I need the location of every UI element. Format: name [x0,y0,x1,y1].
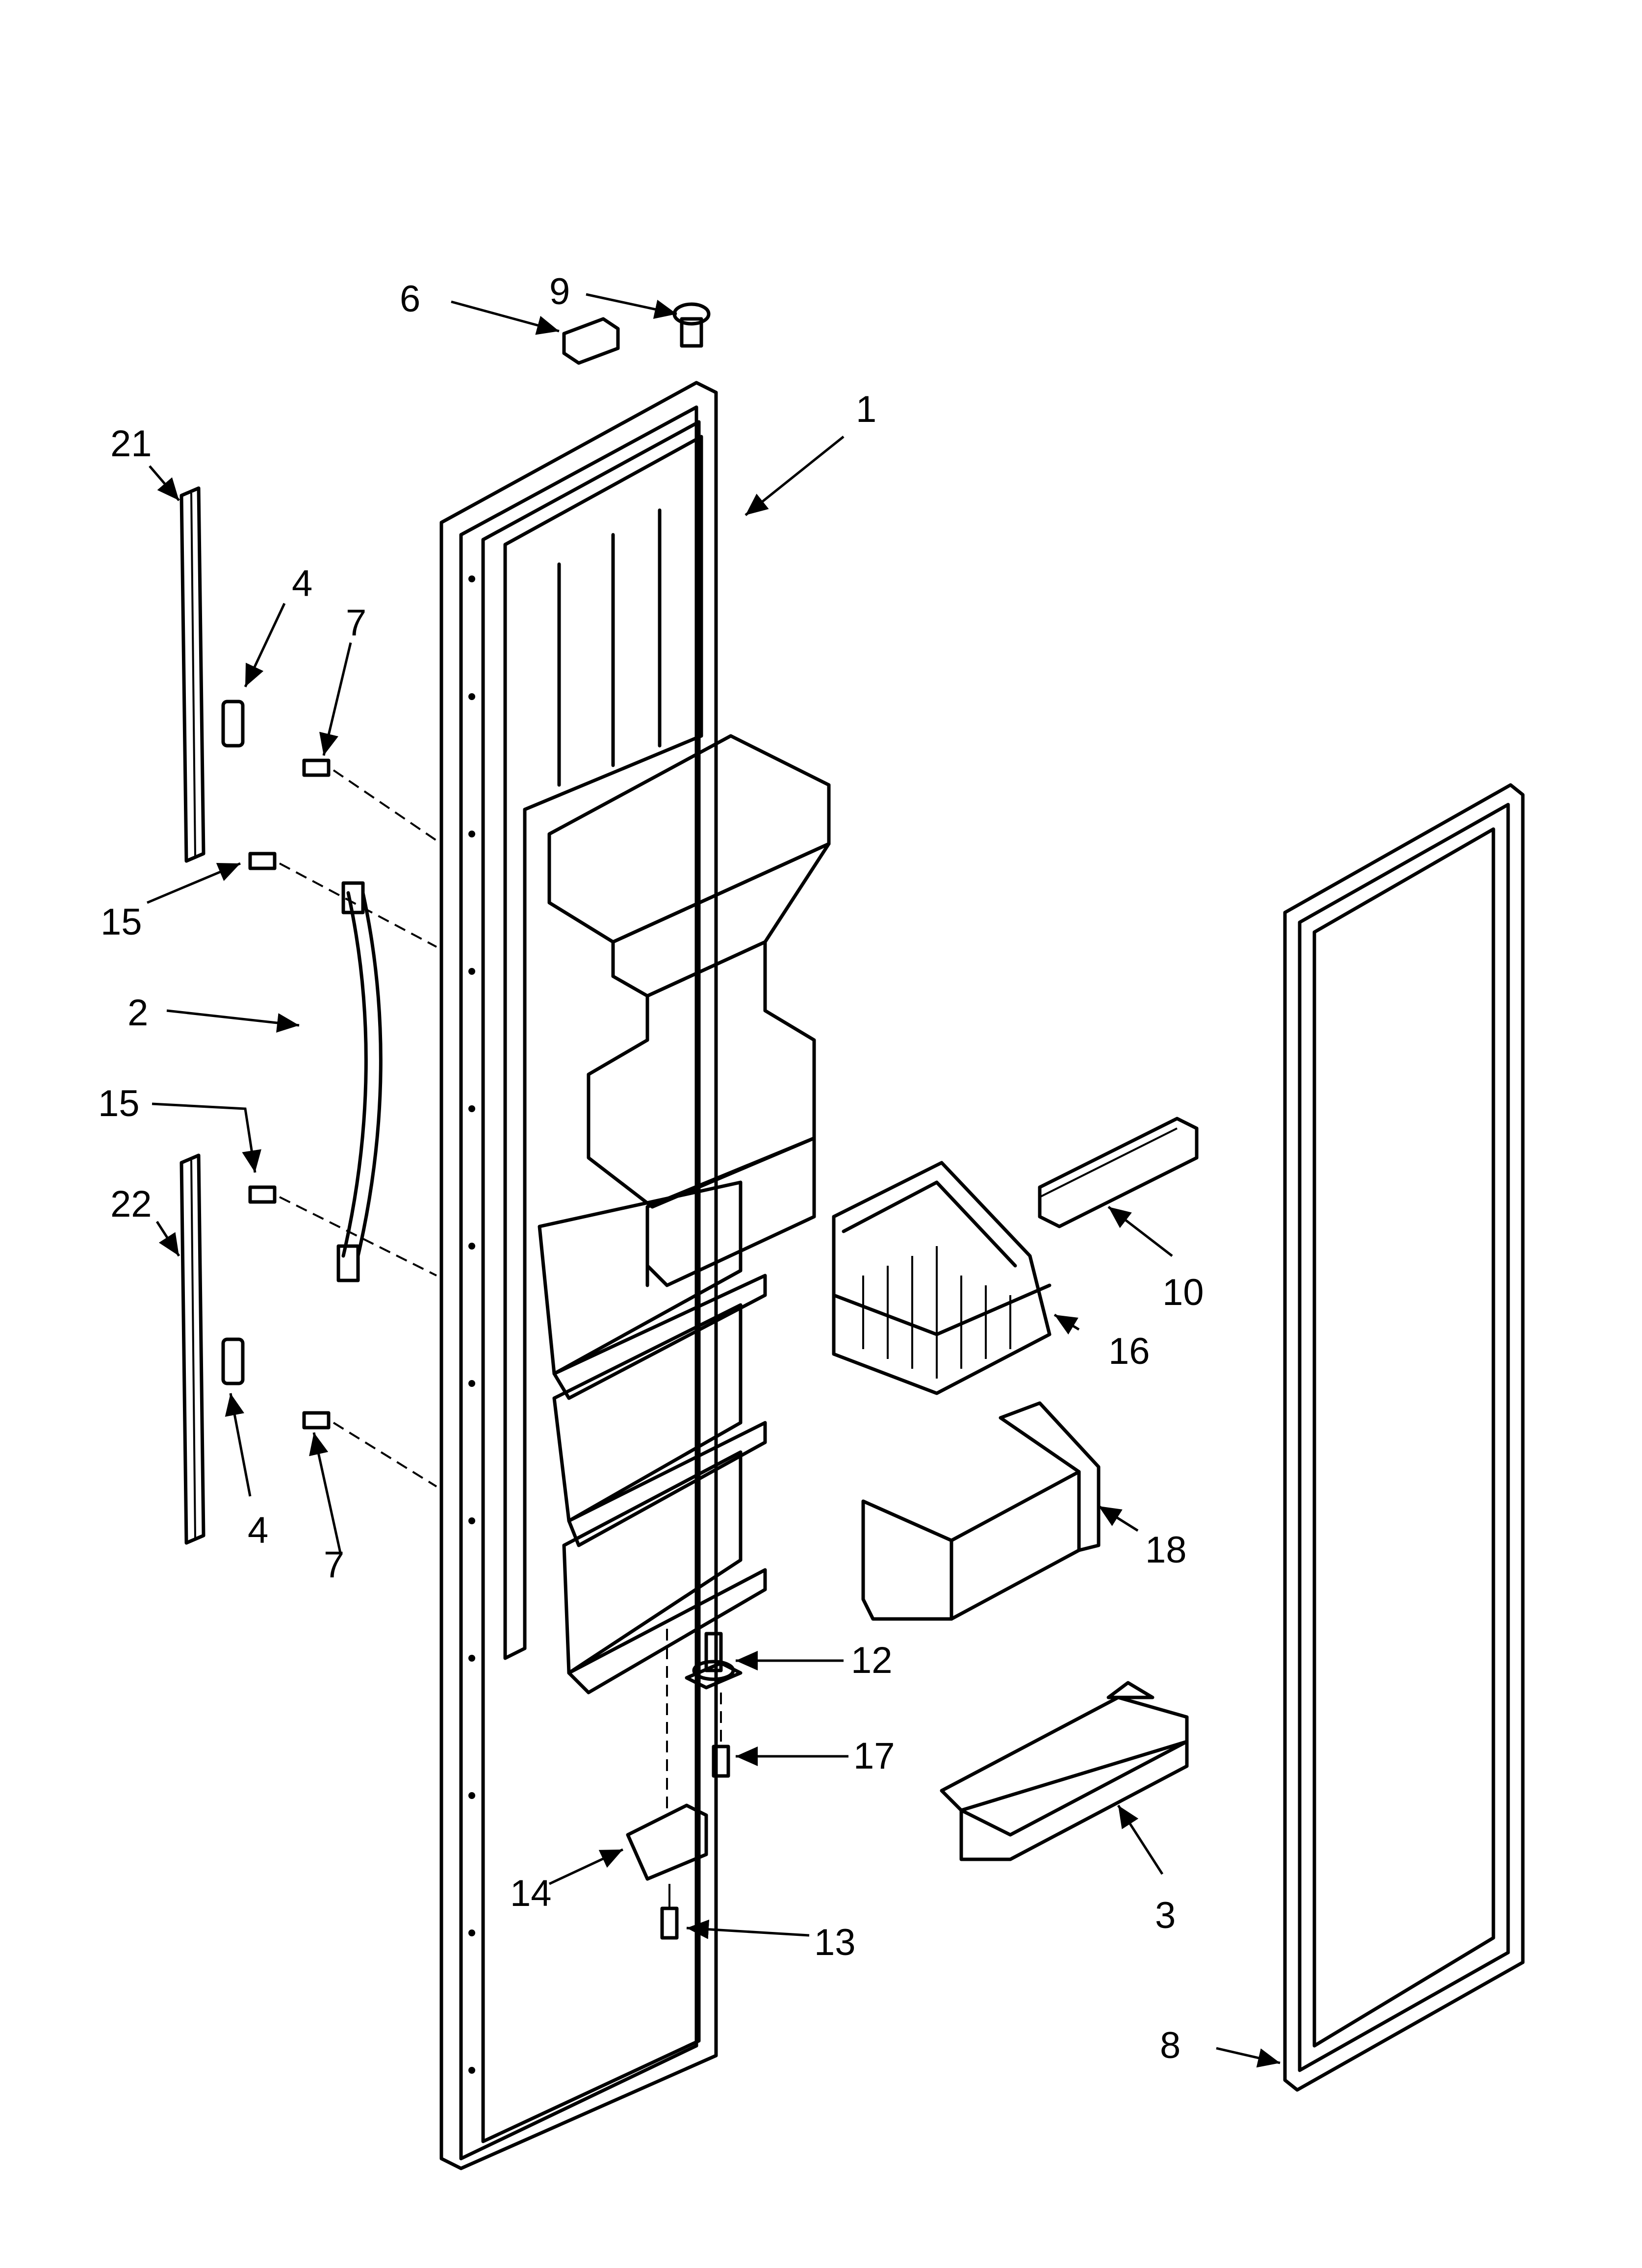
callout-18: 18 [1145,1529,1187,1571]
callout-8: 8 [1160,2025,1180,2066]
callout-15-upper: 15 [101,901,142,943]
callout-labels: 1 2 3 4 4 6 7 7 8 9 10 12 13 14 15 15 16… [98,271,1204,2066]
bracket-bin-part [861,1401,1101,1621]
screw-17-part [712,1693,730,1778]
trim-strip-bottom-part [180,1153,205,1545]
callout-13: 13 [814,1922,856,1963]
callout-3: 3 [1155,1895,1176,1936]
trim-strip-top-part [180,486,205,863]
callout-10: 10 [1162,1272,1204,1313]
part-6 [562,317,620,365]
door-bin-part [940,1681,1189,1861]
hinge-pin-part [685,1632,743,1690]
door-handle-part [336,881,383,1282]
wire-basket-part [832,1161,1052,1395]
screw-15-upper-part [248,852,437,948]
callout-4-lower: 4 [248,1510,268,1551]
callout-4-upper: 4 [292,563,312,604]
clip-upper-part [221,700,245,748]
callout-21: 21 [110,423,152,465]
rail-part [1038,1117,1199,1228]
callout-7-upper: 7 [346,602,366,644]
screw-7-lower-part [302,1411,437,1487]
door-gasket-part [1283,783,1525,2092]
callout-2: 2 [128,992,148,1034]
screw-13-part [660,1884,679,1940]
callout-12: 12 [851,1640,893,1681]
callout-9: 9 [549,271,570,313]
leader-lines [147,293,1281,2068]
callout-14: 14 [510,1873,552,1914]
callout-7-lower: 7 [324,1544,344,1586]
callout-16: 16 [1108,1330,1150,1372]
callout-22: 22 [110,1183,152,1225]
callout-6: 6 [400,278,420,320]
hinge-bracket-part [626,1629,708,1881]
callout-1: 1 [856,389,876,430]
screw-15-lower-part [248,1185,437,1277]
screw-7-upper-part [302,758,442,845]
part-9 [672,302,711,348]
clip-lower-part [221,1337,245,1385]
door-panel-part [439,381,831,2170]
callout-17: 17 [853,1735,895,1777]
callout-15-lower: 15 [98,1083,140,1124]
